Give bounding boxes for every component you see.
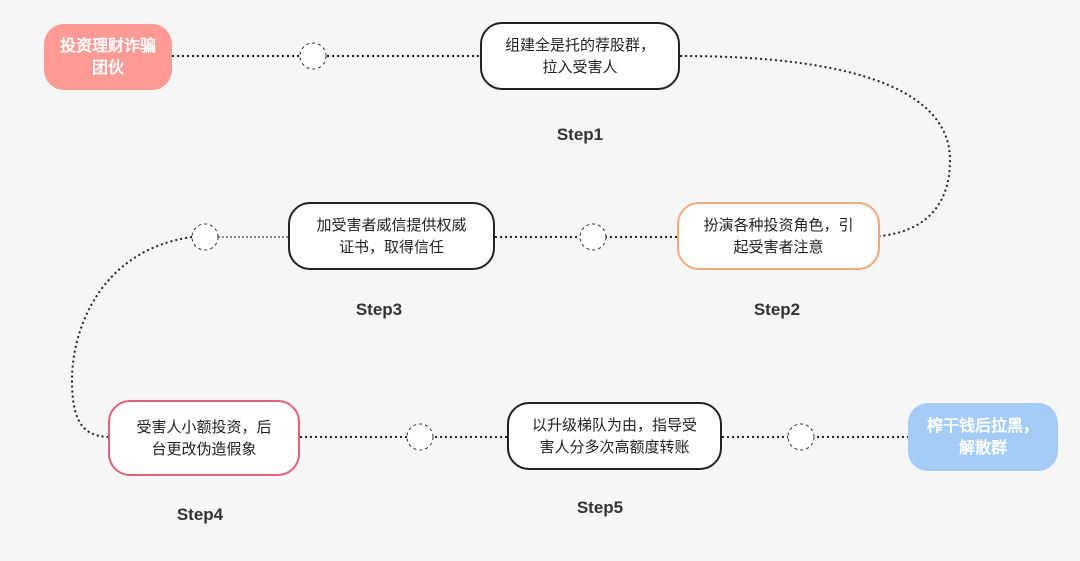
step3-box: 加受害者威信提供权威 证书，取得信任 (288, 202, 495, 270)
step1-box: 组建全是托的荐股群， 拉入受害人 (480, 22, 680, 90)
joint-circle-5 (787, 423, 815, 451)
step1-label: Step1 (556, 125, 604, 144)
end-node-block-disband: 榨干钱后拉黑， 解散群 (908, 403, 1058, 471)
joint-circle-3 (191, 223, 219, 251)
step4-box: 受害人小额投资，后 台更改伪造假象 (108, 400, 300, 476)
step5-label: Step5 (576, 498, 624, 517)
joint-circle-4 (406, 423, 434, 451)
joint-circle-1 (299, 42, 327, 70)
step5-box: 以升级梯队为由，指导受 害人分多次高额度转账 (507, 402, 722, 470)
step2-label: Step2 (753, 300, 801, 319)
connector-step1-step2 (679, 55, 952, 237)
step4-label: Step4 (176, 505, 224, 524)
connector-joint-step4 (70, 236, 193, 438)
step3-label: Step3 (355, 300, 403, 319)
joint-circle-2 (579, 223, 607, 251)
start-node-fraud-gang: 投资理财诈骗 团伙 (44, 24, 172, 90)
step2-box: 扮演各种投资角色，引 起受害者注意 (677, 202, 880, 270)
